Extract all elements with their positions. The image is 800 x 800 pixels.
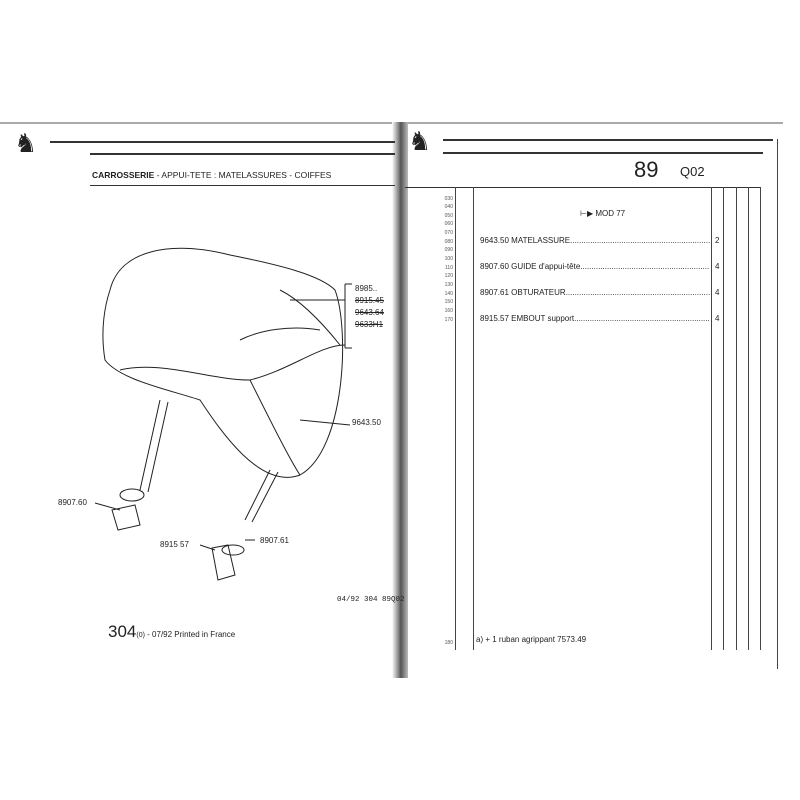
part-qty: 4 (715, 262, 720, 271)
section-title: CARROSSERIE - APPUI-TETE : MATELASSURES … (92, 170, 332, 180)
part-row: 8907.61 OBTURATEUR (480, 288, 710, 297)
callout-label: 9643.50 (352, 418, 381, 427)
callout-label: 9643.64 (355, 308, 384, 317)
model-marker: ⊢▶ MOD 77 (580, 209, 626, 218)
callout-label: 8915.45 (355, 296, 384, 305)
part-row: 8907.60 GUIDE d'appui-tête (480, 262, 710, 271)
headrest-diagram (94, 247, 352, 581)
right-page (405, 122, 783, 678)
part-qty: 2 (715, 236, 720, 245)
arrow-icon: ⊢▶ (580, 209, 596, 218)
callout-label: 8985.. (355, 284, 378, 293)
drawing-reference: 04/92 304 89Q02 (337, 596, 405, 604)
part-row: 8915.57 EMBOUT support (480, 314, 710, 323)
page-gutter (392, 122, 408, 678)
subgroup-code: Q02 (680, 164, 705, 179)
callout-label: 8915 57 (160, 540, 189, 549)
part-row: 9643.50 MATELASSURE (480, 236, 710, 245)
part-qty: 4 (715, 288, 720, 297)
callout-label: 8907.61 (260, 536, 289, 545)
callout-label: 9633H1 (355, 320, 384, 329)
group-number: 89 (634, 157, 659, 182)
page-footer: 304(0) - 07/92 Printed in France (108, 622, 236, 641)
footnote: a) + 1 ruban agrippant 7573.49 (476, 635, 587, 644)
callout-label: 8907.60 (58, 498, 87, 507)
part-qty: 4 (715, 314, 720, 323)
lion-logo-icon: ♞ (408, 126, 432, 156)
lion-logo-icon: ♞ (14, 128, 38, 158)
